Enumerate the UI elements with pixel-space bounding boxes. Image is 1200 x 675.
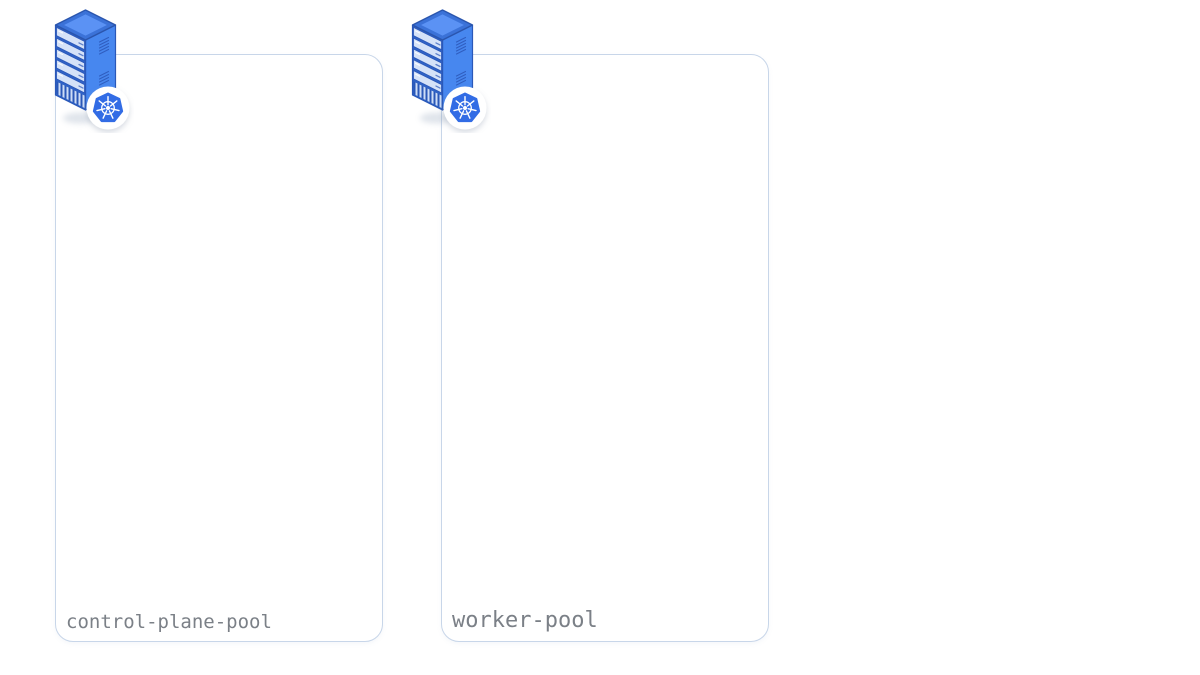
node-pool-card-worker: worker-pool <box>441 54 769 642</box>
kubernetes-icon <box>443 86 487 130</box>
node-pool-card-control-plane: control-plane-pool <box>55 54 383 642</box>
pool-name-label: control-plane-pool <box>66 611 272 633</box>
server-rack-icon <box>411 9 487 130</box>
server-rack-body <box>54 9 117 111</box>
pool-name-label: worker-pool <box>452 608 598 633</box>
kubernetes-icon <box>86 86 130 130</box>
server-rack-icon <box>54 9 130 130</box>
